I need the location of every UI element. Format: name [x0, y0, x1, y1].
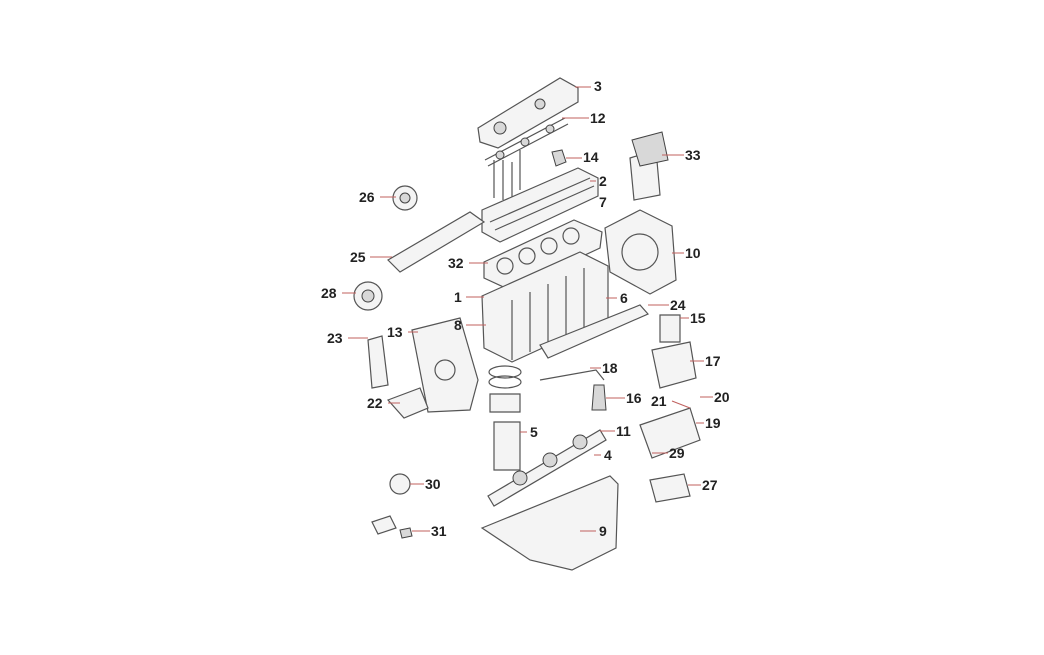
part-30 — [389, 473, 411, 495]
callout-31: 31 — [431, 523, 447, 539]
leader-lines — [342, 86, 713, 532]
callout-18: 18 — [602, 360, 618, 376]
part-water-pump — [386, 387, 429, 419]
part-rocker-shaft — [484, 117, 569, 167]
callout-14: 14 — [583, 149, 599, 165]
callout-10: 10 — [685, 245, 701, 261]
callout-29: 29 — [669, 445, 685, 461]
part-valve-cover — [477, 77, 579, 149]
part-fuel-filter — [659, 314, 681, 343]
callout-2: 2 — [599, 173, 607, 189]
part-piston-rings — [488, 365, 522, 413]
callout-23: 23 — [327, 330, 343, 346]
part-bracket-17 — [651, 341, 697, 389]
callout-7: 7 — [599, 194, 607, 210]
callout-27: 27 — [702, 477, 718, 493]
callout-30: 30 — [425, 476, 441, 492]
callout-26: 26 — [359, 189, 375, 205]
callout-13: 13 — [387, 324, 403, 340]
callout-25: 25 — [350, 249, 366, 265]
part-turbocharger — [392, 185, 418, 211]
part-head-gasket — [483, 219, 603, 291]
part-31 — [371, 515, 413, 539]
callout-5: 5 — [530, 424, 538, 440]
part-oil-filter-33 — [629, 131, 669, 201]
part-cylinder-liner — [493, 421, 521, 471]
callout-8: 8 — [454, 317, 462, 333]
callout-16: 16 — [626, 390, 642, 406]
callout-22: 22 — [367, 395, 383, 411]
part-oil-pipe — [539, 369, 607, 411]
callout-11: 11 — [616, 423, 631, 439]
part-crankshaft — [487, 429, 607, 507]
part-flywheel-housing — [604, 209, 677, 295]
part-cylinder-head — [481, 167, 599, 243]
part-timing-cover — [411, 317, 479, 413]
part-bracket-14 — [551, 149, 567, 167]
callout-3: 3 — [594, 78, 602, 94]
callout-4: 4 — [604, 447, 612, 463]
part-push-rods — [493, 150, 521, 205]
part-exhaust-manifold — [387, 211, 486, 273]
callout-6: 6 — [620, 290, 628, 306]
callout-24: 24 — [670, 297, 686, 313]
callout-labels: 3 12 14 33 2 26 7 10 25 32 28 1 6 24 15 … — [321, 78, 730, 539]
part-thermostat — [367, 335, 389, 389]
callout-21: 21 — [651, 393, 667, 409]
callout-33: 33 — [685, 147, 701, 163]
callout-17: 17 — [705, 353, 721, 369]
part-injection-pump — [639, 407, 701, 459]
callout-28: 28 — [321, 285, 337, 301]
callout-9: 9 — [599, 523, 607, 539]
part-starter — [649, 473, 691, 503]
part-oil-pan — [480, 475, 619, 571]
part-alternator — [353, 281, 383, 311]
callout-15: 15 — [690, 310, 706, 326]
callout-32: 32 — [448, 255, 464, 271]
callout-20: 20 — [714, 389, 730, 405]
callout-1: 1 — [454, 289, 462, 305]
callout-12: 12 — [590, 110, 606, 126]
callout-19: 19 — [705, 415, 721, 431]
part-oil-cooler — [539, 304, 649, 359]
